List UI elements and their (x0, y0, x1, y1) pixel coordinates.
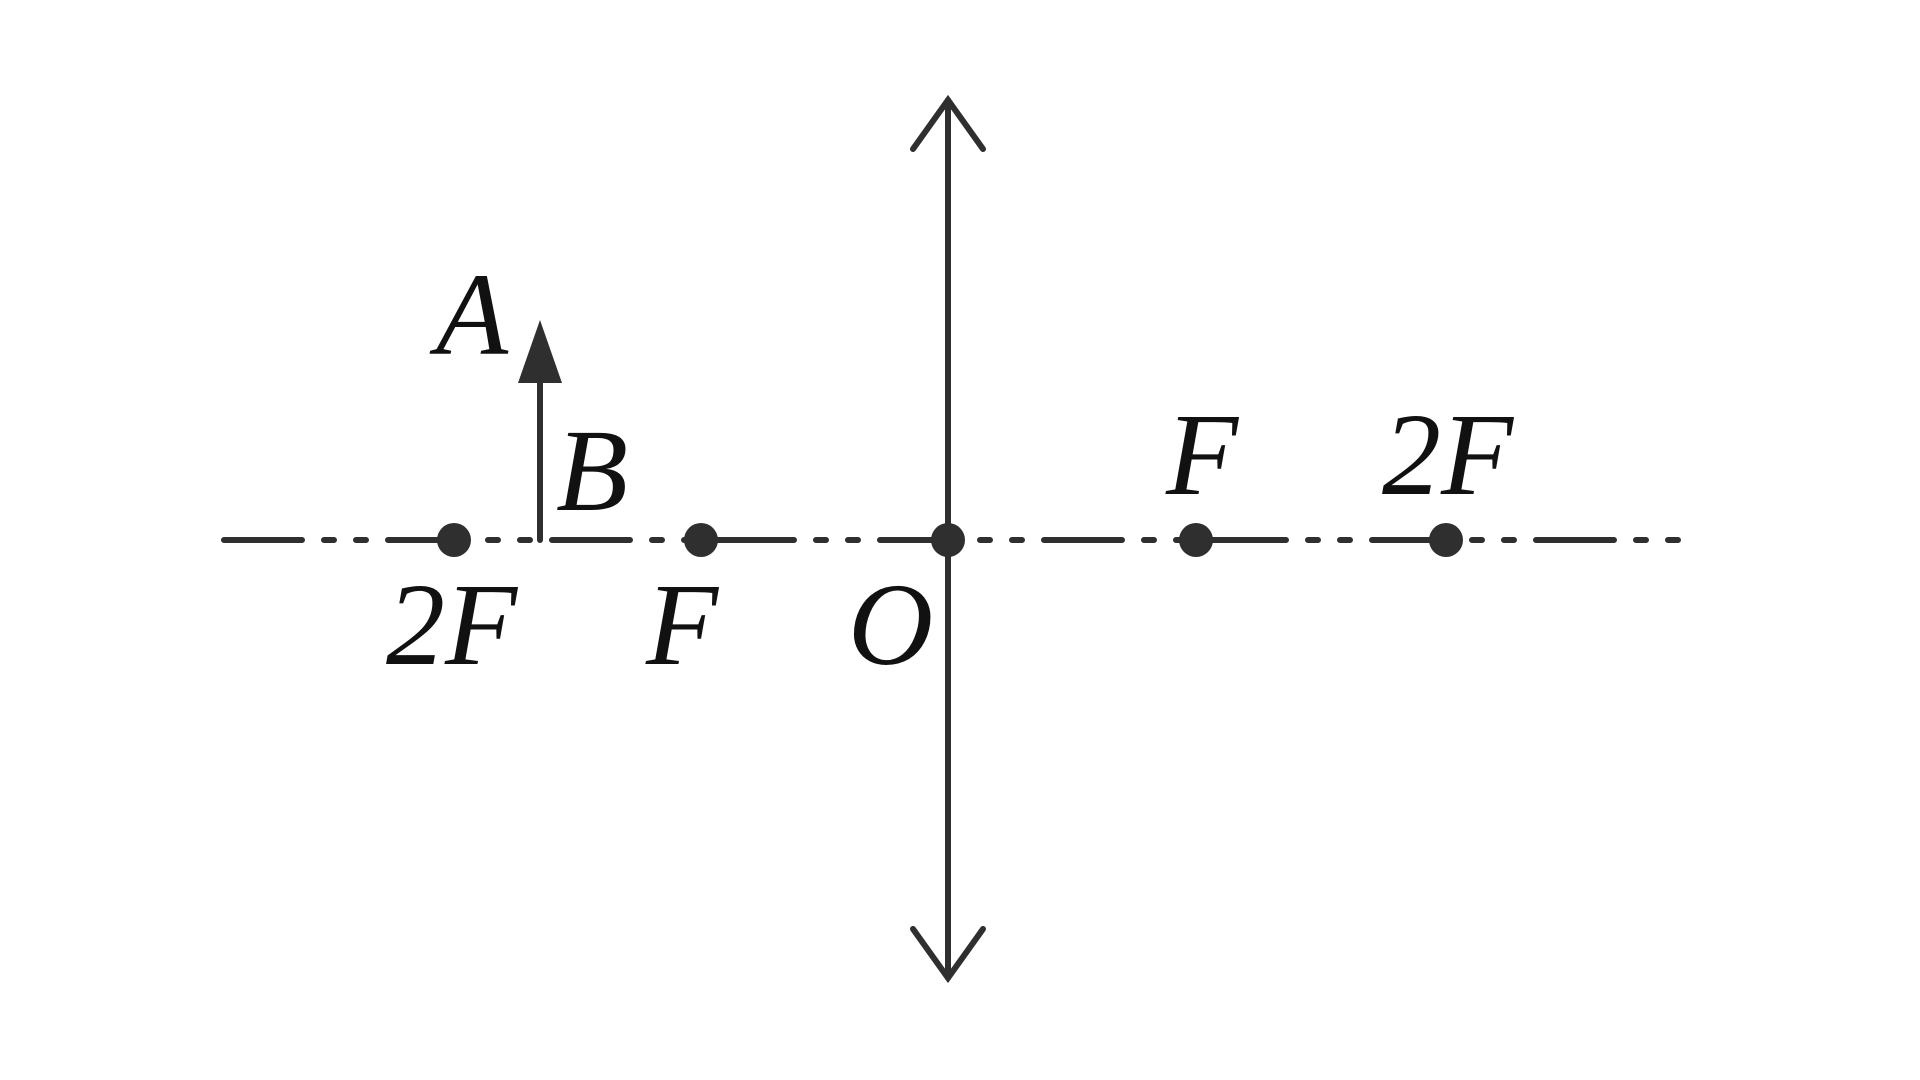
point-left-f (684, 523, 718, 557)
object-arrow-ab (518, 320, 562, 543)
lens-top-arrowhead (910, 94, 986, 152)
label-a: A (429, 249, 509, 380)
point-left-2f (437, 523, 471, 557)
point-right-2f (1429, 523, 1463, 557)
object-arrowhead (518, 320, 562, 383)
lens-bottom-arrowhead (910, 926, 986, 984)
point-optical-center (931, 523, 965, 557)
label-right-f: F (1165, 389, 1240, 520)
point-right-f (1179, 523, 1213, 557)
label-right-2f: 2F (1382, 389, 1515, 520)
label-left-2f: 2F (386, 559, 519, 690)
label-left-f: F (645, 559, 720, 690)
label-o: O (848, 559, 933, 690)
label-b: B (556, 405, 628, 536)
